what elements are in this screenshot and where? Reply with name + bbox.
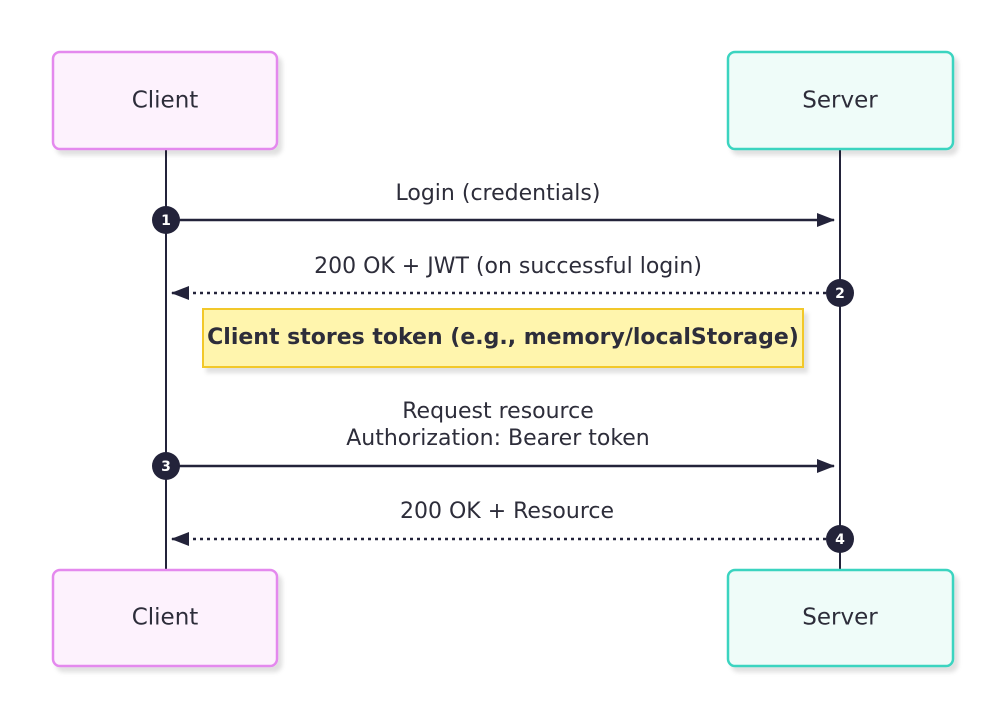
message-3-label-line-1: Request resource bbox=[402, 399, 594, 424]
message-2: 200 OK + JWT (on successful login) 2 bbox=[171, 254, 854, 307]
server-box-bottom: Server bbox=[726, 568, 955, 668]
message-3: Request resource Authorization: Bearer t… bbox=[152, 399, 835, 480]
message-1-number: 1 bbox=[161, 213, 171, 229]
message-4-number: 4 bbox=[835, 532, 845, 548]
message-2-badge bbox=[826, 279, 854, 307]
client-box-bottom: Client bbox=[51, 568, 279, 668]
server-box-top: Server bbox=[726, 50, 955, 151]
message-1: Login (credentials) 1 bbox=[152, 181, 835, 234]
message-3-badge bbox=[152, 452, 180, 480]
message-2-number: 2 bbox=[835, 286, 845, 302]
message-4-badge bbox=[826, 525, 854, 553]
message-4: 200 OK + Resource 4 bbox=[171, 499, 854, 553]
server-label-bottom: Server bbox=[802, 605, 878, 631]
server-label-top: Server bbox=[802, 88, 878, 114]
client-label-bottom: Client bbox=[132, 605, 199, 631]
message-2-label: 200 OK + JWT (on successful login) bbox=[314, 254, 702, 279]
note-label: Client stores token (e.g., memory/localS… bbox=[207, 325, 799, 350]
message-4-label: 200 OK + Resource bbox=[400, 499, 614, 524]
client-label-top: Client bbox=[132, 88, 199, 114]
message-3-number: 3 bbox=[161, 459, 171, 475]
message-1-label: Login (credentials) bbox=[396, 181, 601, 206]
message-1-badge bbox=[152, 206, 180, 234]
note: Client stores token (e.g., memory/localS… bbox=[202, 308, 804, 368]
message-3-label-line-2: Authorization: Bearer token bbox=[346, 426, 650, 451]
client-box-top: Client bbox=[51, 50, 279, 151]
